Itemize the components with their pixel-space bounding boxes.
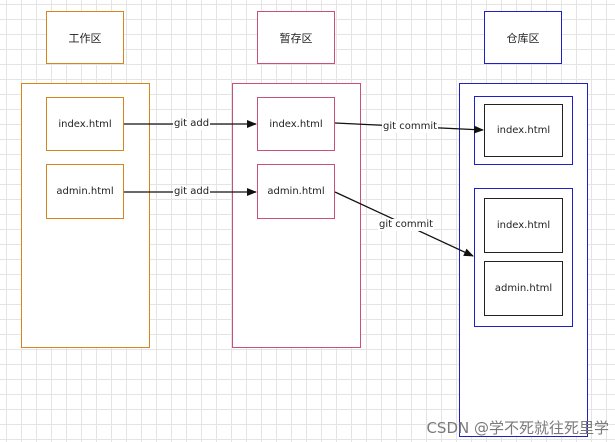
staging-header: 暂存区 [257,11,335,64]
workspace-file-index: index.html [46,97,124,151]
edge-label-add-index: git add [173,118,211,130]
commit2-file-admin: admin.html [484,261,563,316]
commit1-file-index: index.html [484,104,563,157]
edge-label-commit-admin: git commit [378,219,435,231]
staging-file-admin: admin.html [257,164,335,219]
watermark: CSDN @学不死就往死里学 [426,419,609,437]
edge-label-commit-index: git commit [382,121,439,133]
commit2-file-index: index.html [484,198,563,253]
staging-file-index: index.html [257,97,335,151]
workspace-header: 工作区 [46,11,124,64]
workspace-file-admin: admin.html [46,164,124,219]
repository-header: 仓库区 [484,11,562,64]
edge-label-add-admin: git add [173,186,211,198]
